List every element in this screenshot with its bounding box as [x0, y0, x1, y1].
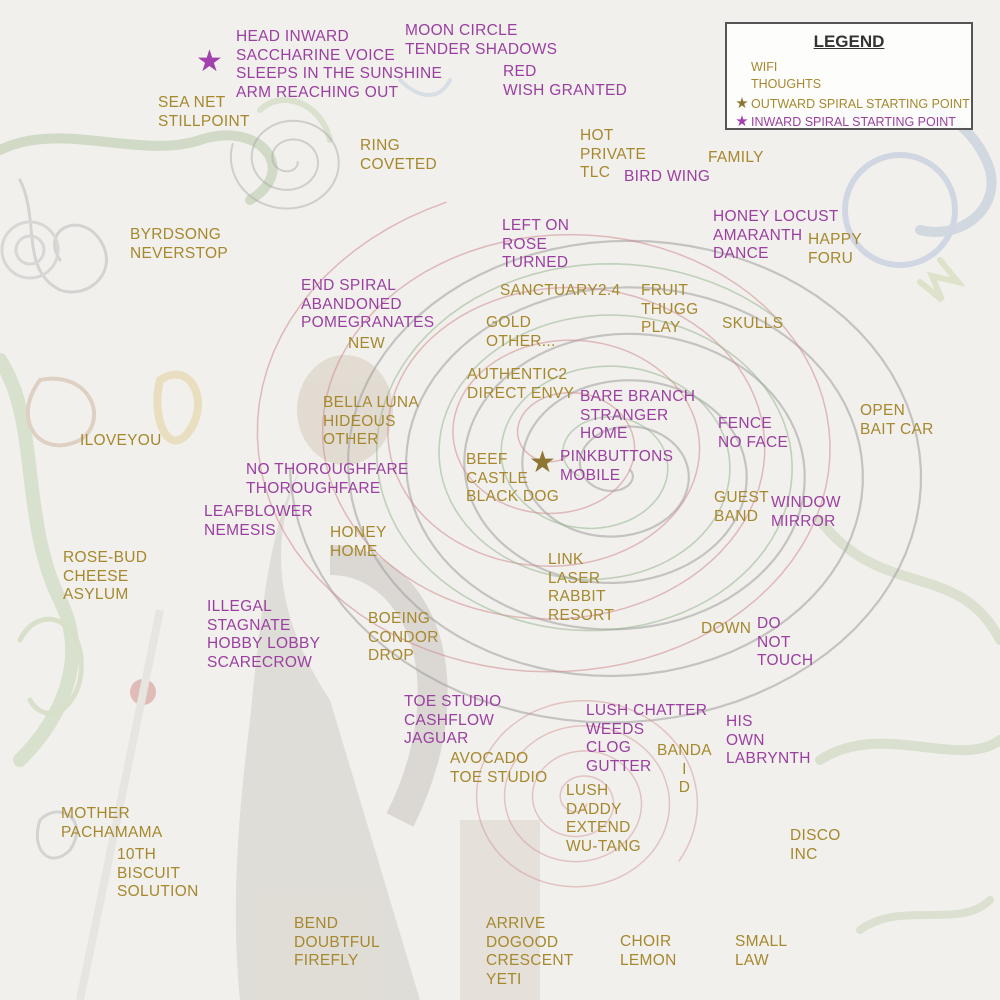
map-label: ILOVEYOU [80, 432, 162, 449]
legend-row-outward: ★OUTWARD SPIRAL STARTING POINT [733, 94, 970, 112]
legend-inward-label: INWARD SPIRAL STARTING POINT [751, 115, 956, 129]
map-label: SKULLS [722, 315, 784, 332]
inward-spiral-star-icon: ★ [196, 45, 223, 78]
star-icon: ★ [735, 113, 749, 130]
legend-wifi-label: WIFI [751, 60, 778, 74]
map-label: NEW [348, 335, 386, 352]
legend-row-wifi: WIFI [733, 60, 777, 74]
legend-title: LEGEND [813, 32, 885, 51]
map-label: SANCTUARY2.4 [500, 282, 621, 299]
legend-box: LEGEND WIFI THOUGHTS ★OUTWARD SPIRAL STA… [725, 22, 973, 130]
map-label: FAMILY [708, 149, 764, 166]
legend-outward-label: OUTWARD SPIRAL STARTING POINT [751, 97, 970, 111]
legend-thoughts-label: THOUGHTS [751, 77, 822, 91]
legend-row-thoughts: THOUGHTS [733, 77, 821, 91]
map-label: DOWN [701, 620, 752, 637]
map-label: BIRD WING [624, 168, 711, 185]
legend-row-inward: ★INWARD SPIRAL STARTING POINT [733, 112, 956, 130]
star-icon: ★ [735, 95, 749, 112]
outward-spiral-star-icon: ★ [529, 446, 556, 479]
